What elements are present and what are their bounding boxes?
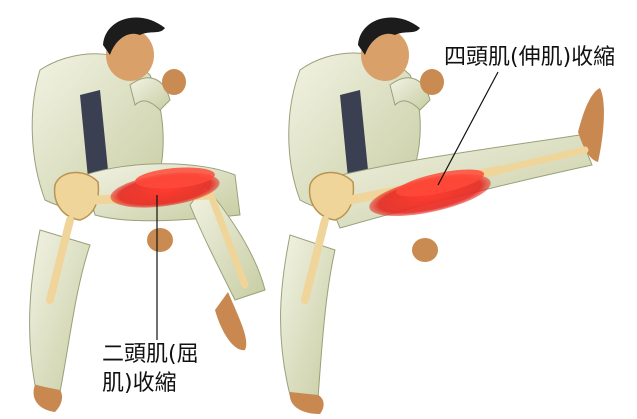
right-fighter-lower-fist [412, 238, 438, 262]
right-fighter-standing-foot [290, 392, 324, 414]
flexor-contraction-label-line1: 二頭肌(屈 [102, 341, 199, 369]
right-fighter-fist [420, 69, 444, 95]
flexor-contraction-label-line2: 肌)收縮 [102, 370, 177, 398]
right-fighter-pelvis-bone [310, 173, 354, 220]
right-fighter-standing-leg [281, 235, 335, 398]
fighter-right-figure [281, 17, 604, 414]
left-fighter-fist [162, 69, 186, 95]
left-fighter-pelvis-bone [55, 173, 99, 220]
left-fighter-lower-fist [147, 228, 173, 252]
left-fighter-raised-foot [215, 292, 246, 350]
extensor-contraction-label: 四頭肌(伸肌)收縮 [444, 44, 615, 72]
